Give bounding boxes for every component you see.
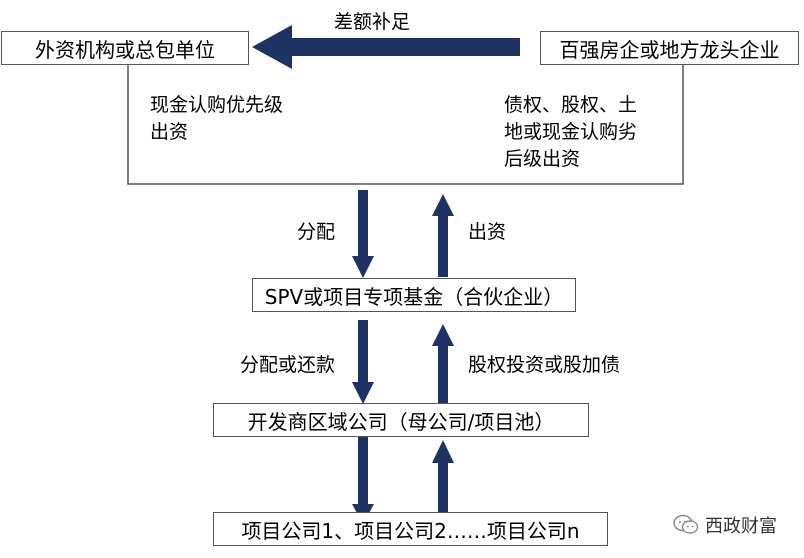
equity-invest-label: 股权投资或股加债 [468,354,621,376]
left-desc-line2: 出资 [150,121,189,143]
project-companies-box: 项目公司1、项目公司2……项目公司n [213,512,608,546]
down-arrow-project [352,436,374,524]
watermark: 西政财富 [673,512,777,538]
left-desc-line1: 现金认购优先级 [150,94,284,116]
right-desc-line2: 地或现金认购劣 [504,121,638,143]
up-arrow-project [432,440,454,514]
top-arrow-label: 差额补足 [334,11,411,33]
up-arrow-equity [432,324,454,405]
pool-frame [127,63,684,185]
distribute-repay-label: 分配或还款 [240,354,336,376]
top-arrow [252,25,520,69]
right-desc-line1: 债权、股权、土 [504,94,638,116]
spv-fund-box: SPV或项目专项基金（合伙企业） [252,278,576,312]
distribute-label: 分配 [297,221,336,243]
foreign-institution-box: 外资机构或总包单位 [1,31,249,65]
developer-box: 百强房企或地方龙头企业 [540,31,799,65]
down-arrow-distribute [352,190,374,278]
invest-label: 出资 [468,221,507,243]
down-arrow-repay [352,320,374,404]
wechat-icon [673,514,699,534]
up-arrow-invest [432,194,454,277]
watermark-text: 西政财富 [705,516,777,537]
regional-company-box: 开发商区域公司（母公司/项目池） [213,403,589,437]
right-desc-line3: 后级出资 [504,148,581,170]
